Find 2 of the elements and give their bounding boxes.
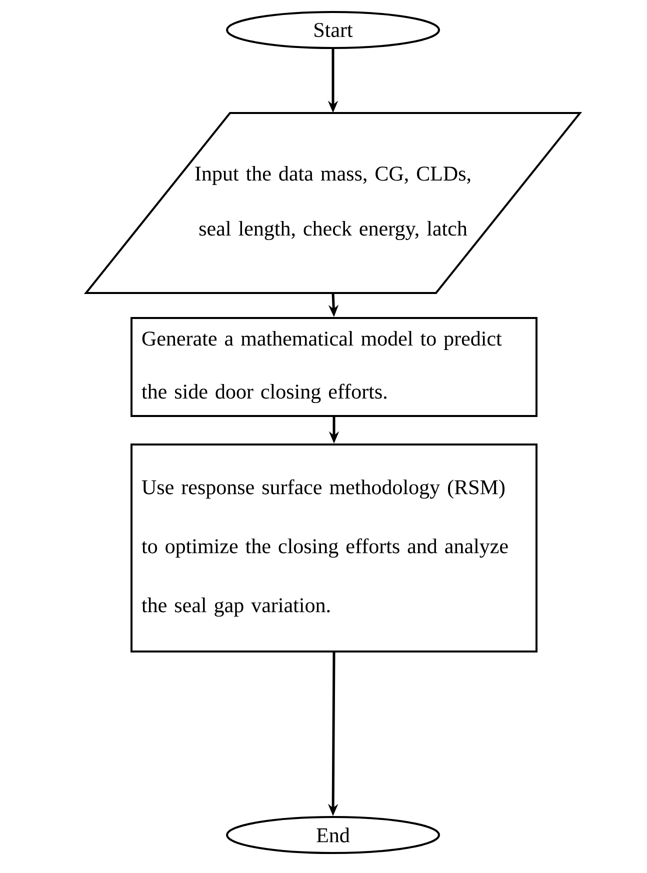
process-box: Generate a mathematical model to predict the side door closing efforts. bbox=[130, 317, 538, 417]
process-box: Use response surface methodology (RSM) to optimize the closing efforts and analyze the seal gap variation. bbox=[130, 444, 538, 652]
